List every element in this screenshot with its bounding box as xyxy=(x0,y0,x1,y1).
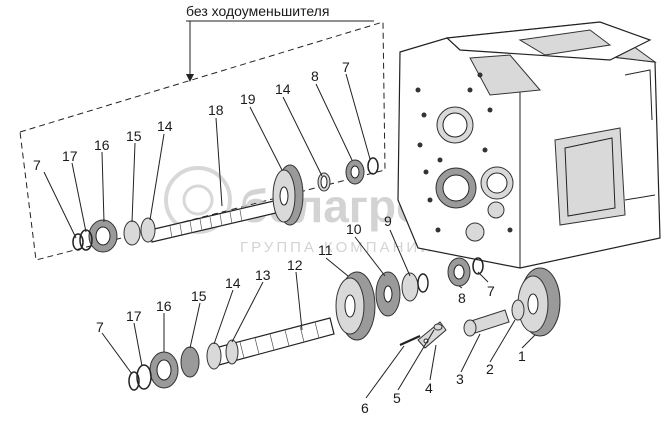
label-12: 12 xyxy=(287,257,303,273)
bearing-15-top xyxy=(123,220,141,246)
part-9 xyxy=(401,272,419,302)
ring-13 xyxy=(225,339,239,365)
lower-shaft-assembly xyxy=(128,317,335,391)
circlip-7-bottom xyxy=(128,371,140,391)
label-17-bottom: 17 xyxy=(126,308,142,324)
ring-14-left xyxy=(140,217,156,243)
label-14-top-right: 14 xyxy=(275,81,291,97)
label-7-top-right: 7 xyxy=(342,59,350,75)
label-8-top: 8 xyxy=(311,68,319,84)
label-7-mid: 7 xyxy=(487,283,495,299)
circlip-7-top-left xyxy=(72,233,84,251)
bolt-6 xyxy=(399,334,421,347)
gearbox-housing xyxy=(397,21,661,269)
label-1: 1 xyxy=(518,348,526,364)
label-6: 6 xyxy=(361,400,369,416)
diagram-title: без ходоуменьшителя xyxy=(186,3,329,19)
title-arrowhead xyxy=(186,74,194,82)
label-16-top: 16 xyxy=(94,137,110,153)
upper-shaft-assembly xyxy=(72,157,379,253)
ring-17-bottom xyxy=(136,364,152,390)
watermark-logo-icon xyxy=(164,166,232,234)
label-15-top: 15 xyxy=(126,128,142,144)
label-15-bottom: 15 xyxy=(191,288,207,304)
washer-5 xyxy=(433,323,443,331)
label-8-mid: 8 xyxy=(458,290,466,306)
label-13: 13 xyxy=(255,267,271,283)
label-4: 4 xyxy=(425,380,433,396)
label-9: 9 xyxy=(384,213,392,229)
part-2 xyxy=(511,299,525,321)
circlip-7-mid xyxy=(472,257,484,275)
label-17-top: 17 xyxy=(62,148,78,164)
label-18: 18 xyxy=(208,102,224,118)
dashed-frame xyxy=(19,21,386,261)
label-3: 3 xyxy=(456,371,464,387)
label-10: 10 xyxy=(346,221,362,237)
label-11: 11 xyxy=(318,242,333,258)
label-2: 2 xyxy=(486,361,494,377)
label-7-bottom: 7 xyxy=(96,319,104,335)
leader-lines xyxy=(43,73,536,399)
ring-14-bottom xyxy=(206,342,222,370)
label-14-bottom: 14 xyxy=(225,275,241,291)
watermark-sub: ГРУППА КОМПАНИЙ xyxy=(240,238,434,256)
bearing-15-bottom xyxy=(180,346,200,378)
label-14-top-left: 14 xyxy=(157,118,173,134)
label-7-top-left: 7 xyxy=(33,157,41,173)
label-5: 5 xyxy=(393,390,401,406)
small-parts-group xyxy=(399,267,561,349)
label-16-bottom: 16 xyxy=(156,298,172,314)
circlip-7-top-right xyxy=(367,157,379,175)
middle-gear-group xyxy=(335,257,484,341)
label-19: 19 xyxy=(240,91,256,107)
